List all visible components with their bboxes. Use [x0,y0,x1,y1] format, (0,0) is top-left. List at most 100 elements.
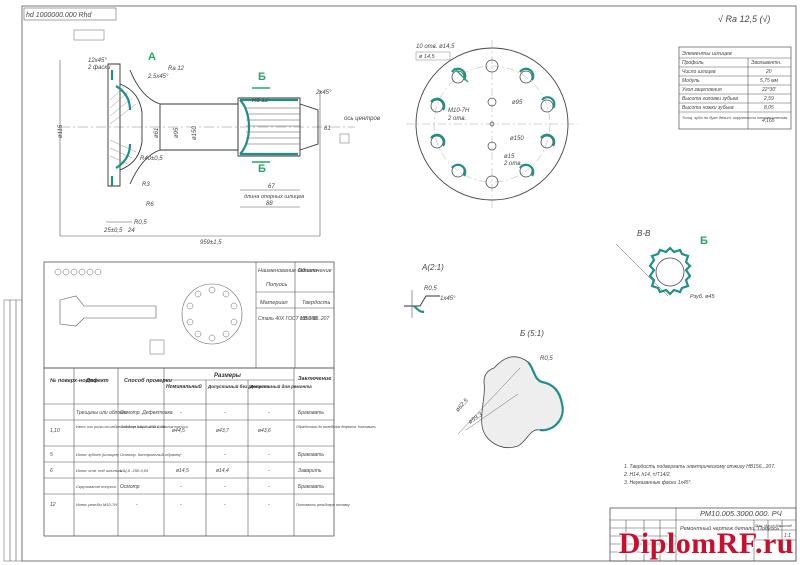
title-block: РМ10.005.3000.000. РЧ Ремонтный чертеж д… [609,507,797,562]
col-method: Способ проверки [124,377,173,384]
side-stamp-column [3,299,23,562]
table-row: - [268,502,270,508]
dim-d95: ø95 [174,127,180,138]
note-3: 3. Неуказанные фаски 1х45°. [624,480,692,486]
table-row: - [224,452,226,458]
spline-row-value: Эвольвентн. [751,60,781,66]
spline-row-value: 20 [765,69,772,75]
table-row: 5 [50,452,53,458]
spline-row-value: 4,165 [762,118,775,124]
table-row: - [268,484,270,490]
top-stamp-box [23,7,117,21]
dim-959: 959±1,5 [200,240,222,246]
view-b-title: Б (5:1) [520,329,544,338]
view-a-dim-2: 1х45° [440,296,456,302]
view-label-a: А [148,51,156,63]
defects-rows: Трещины или обломы Осмотр. Дефектовка - … [50,410,376,508]
spline-row-value: 22°30' [761,87,777,93]
table-row: Браковать [298,484,324,490]
table-row: Поставить резьбовую вставку [296,503,350,507]
col-repair: Допустимый для ремонта [249,383,312,389]
view-b-dim-r: R0,5 [540,356,553,362]
flange-pin-hole: ø15 [504,154,515,160]
dim-r40: R40±0,5 [140,156,163,162]
spline-row-label: Число шлицев [682,69,716,75]
flange-d150: ø150 [510,136,524,142]
material-value: Сталь 40Х ГОСТ 1050-88 [258,316,318,322]
flange-pin-count: 2 отв. [503,161,522,167]
dim-61: 61 [324,126,331,132]
table-row: Износ или риски на шейке под длин. сальн… [76,425,188,429]
table-row: - [136,502,138,508]
view-a: А(2:1) R0,5 1х45° [404,263,456,318]
table-row: Обработать до выведения дефекта. Наплави… [296,425,376,429]
spline-row-label: Высота ножки зубьев [682,105,734,111]
sheet-info: Лит. Масса Масштаб [754,524,793,528]
section-label-b-top: Б [258,71,266,83]
table-row: - [180,502,182,508]
dim-chamfer-note: 2 фаски [87,65,111,71]
note-1: 1. Твердость подвергать электрическому о… [624,464,775,470]
col-surface: № поверх-ности [50,378,98,384]
doc-number: РМ10.005.3000.000. РЧ [700,509,783,518]
notes: 1. Твердость подвергать электрическому о… [623,464,775,486]
table-row: ø43,7 [216,428,229,434]
view-b-dim-d1: ø62,5 [455,397,470,413]
table-row: ø44,5 [172,428,185,434]
dim-spline-length: длина опорных шлицев [244,194,304,200]
table-row: - [180,484,182,490]
flange-thread-count: 2 отв. [447,116,466,122]
table-row: Износ резьбы М10-7Н [76,502,117,507]
dim-r3: R3 [142,182,150,188]
table-row: - [224,484,226,490]
brand-watermark: DiplomRF.ru [618,527,794,560]
sheet-scale: 1:1 [784,533,791,539]
dim-center-axis: ось центров [344,116,380,122]
table-row: - [268,410,270,416]
table-row: Осмотр. Дефектовка [120,410,173,416]
table-row: - [224,502,226,508]
part-name-value: Полуось [266,282,288,288]
col-nominal: Номинальный [166,383,202,390]
top-stamp: hd 1000000.000 Rhd [26,12,92,19]
dim-25: 25±0,5 [103,228,123,234]
dim-88: 88 [266,201,273,207]
spline-table: Элементы шлицев Профиль Эвольвентн. Числ… [678,46,792,130]
dim-ra12-a: Ra 12 [168,66,185,72]
table-row: Износ отв. под шпильки [76,468,123,473]
dim-d115: ø115 [58,124,64,138]
col-allowed: Допустимый без ремонта [207,383,270,389]
dim-r6: R6 [146,202,154,208]
flange-view: 10 отв. ø14,5 ø 14,5 М10-7Н 2 отв. ø15 2… [406,40,578,208]
spline-row-label: Угол зацепления [682,87,722,93]
section-label-b-bottom: Б [258,163,266,175]
dim-chamfer-3: 2х45° [315,90,332,96]
spline-table-header: Элементы шлицев [682,51,732,57]
view-bb-title: В-В [637,229,651,238]
hardness-value: НВ 156...207 [300,316,329,322]
defects-table: Наименование детали Полуось Обозначение … [43,261,376,537]
dim-24: 24 [127,228,135,234]
dim-chamfer-2: 2,5х45° [147,74,169,80]
table-row: ШЦ-II -250-0,05 [120,468,149,473]
dim-d61: ø61 [154,128,160,138]
table-row: Осмотр ШЦ-II -250-0,05 [120,424,166,429]
flange-d95: ø95 [512,100,523,106]
table-row: ø43,6 [258,428,271,434]
table-row: Скручивание полуоси [76,484,117,489]
table-row: ø14,5 [176,468,189,474]
drawing-title: Ремонтный чертеж детали "Полуось" [680,525,782,532]
flange-thread: М10-7Н [448,108,470,114]
flange-hole-dia: ø 14,5 [419,54,436,60]
view-a-title: А(2:1) [421,263,444,272]
spline-row-label: Профиль [682,60,704,66]
table-row: Износ зубьев (шлицев) [76,452,120,457]
flange-holes-note: 10 отв. ø14,5 [416,44,455,50]
part-name-header: Наименование детали [258,268,317,274]
table-row: - [268,452,270,458]
spline-row-value: 5,75 мм [760,78,779,84]
sheet-frame [21,5,797,562]
table-row: - [268,468,270,474]
table-row: - [180,452,182,458]
